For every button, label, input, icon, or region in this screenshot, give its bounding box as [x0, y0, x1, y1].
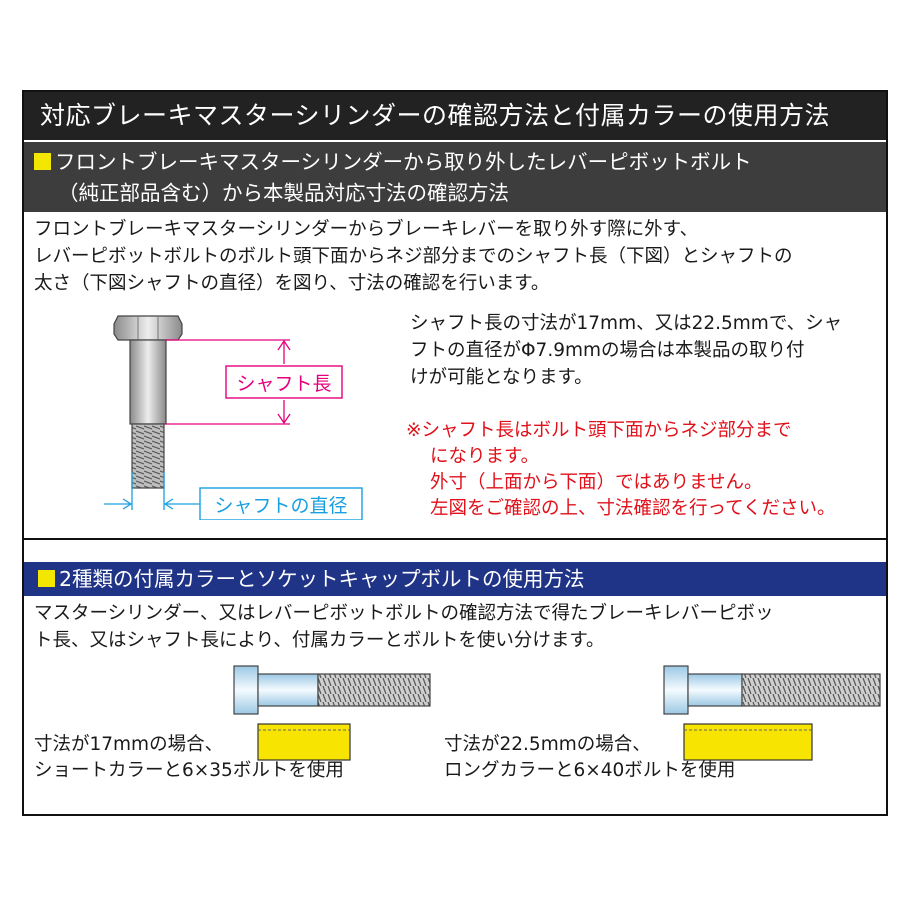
caption-line: ロングカラーと6×40ボルトを使用 — [444, 760, 736, 781]
long-collar-caption: 寸法が22.5mmの場合、 ロングカラーと6×40ボルトを使用 — [444, 732, 735, 784]
description-line: シャフト長の寸法が17mm、又は22.5mmで、シャ — [410, 313, 843, 334]
note-line: になります。 — [430, 446, 540, 467]
bolt-dimension-diagram: シャフト長 シャフトの直径 — [104, 315, 363, 520]
short-bolt-illustration — [233, 665, 431, 761]
bolt-icon — [113, 315, 183, 489]
caption-line: 寸法が17mmの場合、 — [34, 734, 224, 755]
note-line: ※シャフト長はボルト頭下面からネジ部分まで — [406, 420, 792, 441]
section1-heading: フロントブレーキマスターシリンダーから取り外したレバーピボットボルト （純正部品… — [24, 142, 886, 212]
note-line: 左図をご確認の上、寸法確認を行ってください。 — [430, 498, 836, 519]
shaft-diameter-label: シャフトの直径 — [214, 495, 347, 517]
measurement-note: ※シャフト長はボルト頭下面からネジ部分まで になります。 外寸（上面から下面）で… — [406, 418, 886, 522]
short-collar-icon — [257, 723, 351, 761]
description-line: けが可能となります。 — [410, 367, 593, 388]
caption-line: 寸法が22.5mmの場合、 — [444, 734, 651, 755]
section2-heading: 2種類の付属カラーとソケットキャップボルトの使用方法 — [24, 562, 886, 596]
shaft-length-dimension — [166, 339, 343, 425]
bolt-icon — [233, 665, 431, 715]
shaft-diameter-dimension — [104, 472, 363, 520]
section1-body-line: フロントブレーキマスターシリンダーからブレーキレバーを取り外す際に外す、 — [34, 219, 699, 240]
short-collar-caption: 寸法が17mmの場合、 ショートカラーと6×35ボルトを使用 — [34, 732, 344, 784]
section1-heading-line1: フロントブレーキマスターシリンダーから取り外したレバーピボットボルト — [34, 147, 886, 178]
info-panel: 対応ブレーキマスターシリンダーの確認方法と付属カラーの使用方法 フロントブレーキ… — [22, 90, 888, 816]
section1-body-line: 太さ（下図シャフトの直径）を図り、寸法の確認を行います。 — [34, 273, 550, 294]
section2-body-line: ト長、又はシャフト長により、付属カラーとボルトを使い分けます。 — [34, 630, 605, 651]
note-line: 外寸（上面から下面）ではありません。 — [430, 472, 763, 493]
long-bolt-illustration — [663, 665, 881, 761]
description-line: フトの直径がΦ7.9mmの場合は本製品の取り付 — [410, 340, 805, 361]
yellow-square-icon — [38, 570, 55, 587]
long-collar-icon — [683, 723, 813, 761]
section2-body: マスターシリンダー、又はレバーピボットボルトの確認方法で得たブレーキレバーピボッ… — [34, 600, 880, 654]
section1-body-line: レバーピボットボルトのボルト頭下面からネジ部分までのシャフト長（下図）とシャフト… — [34, 246, 793, 267]
shaft-length-label: シャフト長 — [236, 373, 331, 395]
yellow-square-icon — [34, 153, 51, 170]
caption-line: ショートカラーと6×35ボルトを使用 — [34, 760, 344, 781]
bolt-icon — [663, 665, 881, 715]
section1-body: フロントブレーキマスターシリンダーからブレーキレバーを取り外す際に外す、 レバー… — [34, 216, 880, 297]
page-title: 対応ブレーキマスターシリンダーの確認方法と付属カラーの使用方法 — [24, 92, 886, 140]
section1-heading-line2: （純正部品含む）から本製品対応寸法の確認方法 — [58, 181, 509, 205]
compatibility-description: シャフト長の寸法が17mm、又は22.5mmで、シャ フトの直径がΦ7.9mmの… — [410, 310, 880, 391]
section2-body-line: マスターシリンダー、又はレバーピボットボルトの確認方法で得たブレーキレバーピボッ — [34, 603, 774, 624]
section-divider — [24, 538, 886, 540]
